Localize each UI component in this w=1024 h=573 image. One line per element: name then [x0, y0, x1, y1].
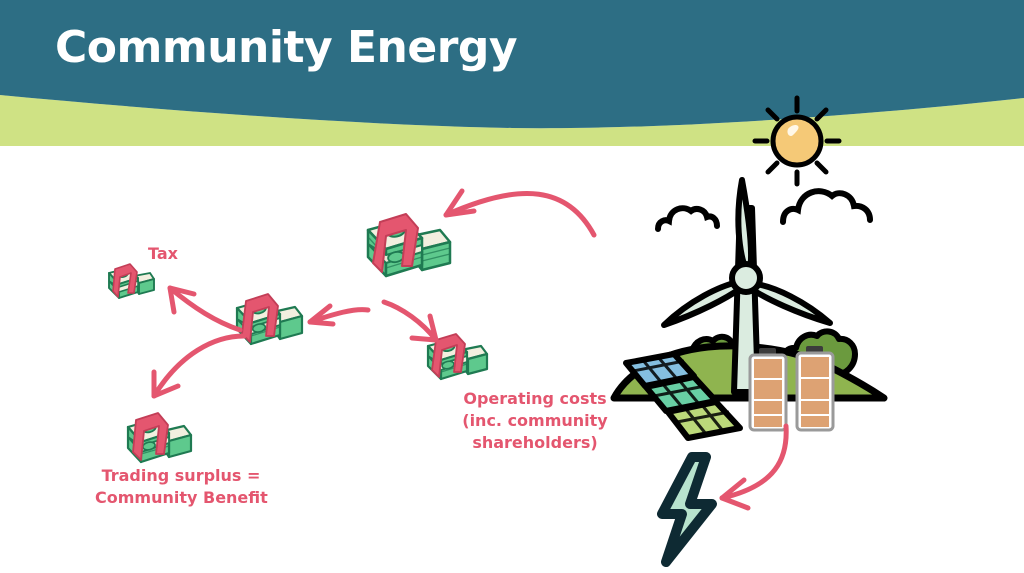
label-tax-line: Tax: [148, 244, 178, 263]
money-stack-revenue: [360, 200, 452, 288]
money-stack-remainder: [232, 285, 304, 353]
label-operating-costs-line-1: Operating costs: [463, 389, 607, 408]
label-operating-costs: Operating costs (inc. community sharehol…: [455, 388, 615, 454]
label-operating-costs-line-3: shareholders): [472, 433, 598, 453]
label-trading-surplus-line-1: Trading surplus =: [101, 466, 261, 485]
arrow-remainder-to-surplus: [140, 330, 250, 408]
header-band: [0, 0, 1024, 150]
page-title: Community Energy: [55, 22, 518, 73]
arrow-remainder-to-tax: [150, 282, 244, 334]
arrow-revenue-to-remainder: [300, 300, 372, 340]
battery-icon-left: [748, 348, 788, 432]
solar-panel-row-lime: [665, 399, 743, 441]
teal-header-shape: [0, 0, 1024, 129]
money-stack-operating-costs: [423, 325, 489, 387]
money-stack-tax: [106, 258, 156, 304]
arrow-revenue-to-operating-costs: [380, 296, 460, 358]
label-trading-surplus: Trading surplus = Community Benefit: [95, 465, 268, 509]
lightning-bolt-icon: [648, 452, 730, 567]
green-wave-band: [0, 95, 1024, 146]
turbine-hub: [729, 261, 763, 295]
arrow-generation-to-revenue: [432, 175, 602, 245]
label-operating-costs-line-2: (inc. community: [462, 411, 608, 431]
renewable-generation-illustration: [600, 160, 900, 441]
label-tax: Tax: [148, 243, 178, 265]
money-stack-surplus: [123, 405, 193, 471]
sun-icon: [752, 95, 842, 187]
cloud-icon-right: [780, 180, 875, 228]
arrow-battery-to-electricity: [690, 418, 800, 528]
turbine-blades: [661, 177, 833, 328]
cloud-icon-left: [655, 195, 733, 235]
label-trading-surplus-line-2: Community Benefit: [95, 488, 268, 508]
battery-icon-right: [795, 346, 835, 432]
